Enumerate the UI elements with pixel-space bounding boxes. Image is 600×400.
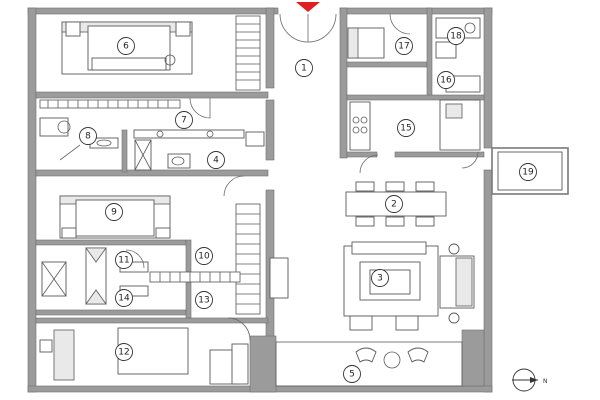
room-badge-bedroom-top: 6 (117, 37, 135, 55)
room-number: 3 (377, 274, 383, 284)
room-number: 16 (440, 76, 452, 86)
room-number: 2 (391, 200, 397, 210)
entry-door (279, 13, 309, 43)
bath-and-wardrobe-middle (41, 247, 289, 305)
room-number: 1 (301, 64, 307, 74)
kitchen-block (347, 13, 481, 174)
room-badge-toilet: 4 (207, 151, 225, 169)
bedroom-bottom (39, 317, 251, 385)
room-number: 11 (118, 256, 129, 266)
room-number: 5 (349, 370, 355, 380)
room-badge-kitchen: 15 (397, 119, 415, 137)
room-badge-maid-bath: 18 (447, 27, 465, 45)
room-badge-maid-room: 17 (395, 37, 413, 55)
room-number: 15 (400, 124, 411, 134)
room-number: 14 (118, 294, 130, 304)
room-badge-balcony-south: 5 (343, 365, 361, 383)
room-number: 18 (450, 32, 462, 42)
room-badge-utility: 16 (437, 71, 455, 89)
room-badge-living: 3 (371, 269, 389, 287)
wardrobe-and-bath-top (39, 97, 265, 171)
room-badge-wardrobe-bottom: 13 (195, 291, 213, 309)
room-badge-bathroom-top: 8 (79, 127, 97, 145)
entry-marker-icon (296, 2, 320, 12)
room-number: 8 (85, 132, 91, 142)
room-number: 19 (522, 168, 534, 178)
living-area (343, 241, 475, 331)
room-badge-bathroom-bottom: 14 (115, 289, 133, 307)
room-number: 12 (118, 348, 129, 358)
room-number: 17 (398, 42, 409, 52)
room-badge-balcony-east: 19 (519, 163, 537, 181)
room-badge-corridor: 1 (295, 59, 313, 77)
room-badge-dining: 2 (385, 195, 403, 213)
room-number: 4 (213, 156, 219, 166)
bedroom-top (61, 15, 261, 91)
room-badge-bedroom-bottom: 12 (115, 343, 133, 361)
room-number: 6 (123, 42, 129, 52)
room-number: 13 (198, 296, 209, 306)
room-number: 7 (181, 116, 187, 126)
room-badge-hall-middle: 10 (195, 247, 213, 265)
room-badge-wardrobe-top: 7 (175, 111, 193, 129)
room-number: 9 (111, 208, 117, 218)
compass-icon: N (512, 368, 548, 392)
room-number: 10 (198, 252, 210, 262)
room-badge-wardrobe-middle: 11 (115, 251, 133, 269)
balcony-south (275, 341, 463, 387)
compass-label: N (543, 378, 548, 385)
room-badge-bedroom-middle: 9 (105, 203, 123, 221)
